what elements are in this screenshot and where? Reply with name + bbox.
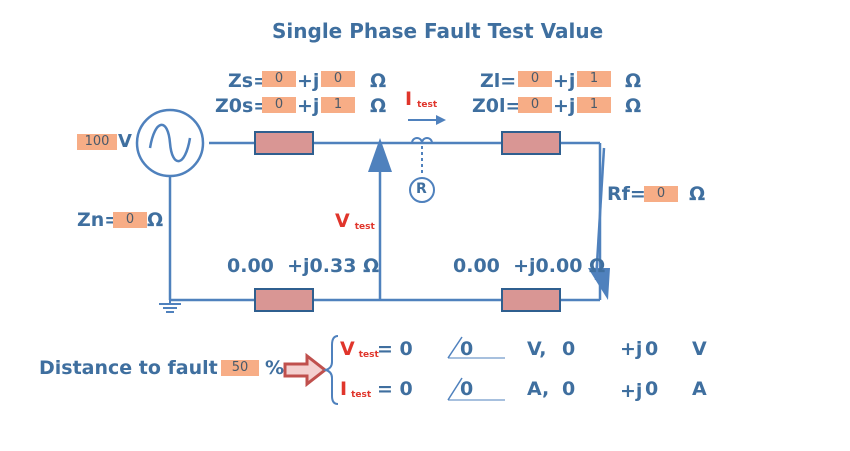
result-v-angle: 0 (460, 338, 474, 360)
i-test-sub: test (417, 100, 438, 110)
resistor-bottom-right (501, 288, 561, 312)
resistor-source (254, 131, 314, 155)
current-arrow-head (436, 115, 446, 125)
result-v-unit1: V, (527, 338, 547, 360)
result-v-j: +j (620, 338, 643, 360)
result-i-unit2: A (692, 378, 707, 400)
result-i-main: I (340, 378, 348, 400)
z0l-unit: Ω (625, 95, 642, 117)
result-v-imag: 0 (645, 338, 659, 360)
page-title: Single Phase Fault Test Value (272, 19, 604, 43)
zs-real-input[interactable]: 0 (262, 71, 296, 87)
distance-input[interactable]: 50 (221, 360, 259, 376)
result-v-real: 0 (562, 338, 576, 360)
fault-arrow-head (588, 268, 610, 300)
distance-label: Distance to fault = (39, 357, 241, 379)
result-v-unit2: V (692, 338, 707, 360)
distance-unit: % (265, 357, 285, 379)
z0l-imag-input[interactable]: 1 (577, 97, 611, 113)
z0s-imag-input[interactable]: 1 (321, 97, 355, 113)
zs-imag-input[interactable]: 0 (321, 71, 355, 87)
zl-real-input[interactable]: 0 (518, 71, 552, 87)
relay-circle (409, 177, 435, 203)
z0l-real-input[interactable]: 0 (518, 97, 552, 113)
zs-label: Zs= (228, 70, 270, 92)
z0s-j: +j (297, 95, 320, 117)
z0l-label: Z0l= (472, 95, 522, 117)
result-i-imag: 0 (645, 378, 659, 400)
right-impedance-readout: 0.00 +j0.00 Ω (453, 255, 606, 277)
zn-unit: Ω (147, 209, 164, 231)
result-i-sub: test (351, 390, 372, 400)
angle-line-v (447, 336, 463, 359)
voltage-arrow-head (368, 138, 392, 172)
zl-j: +j (553, 70, 576, 92)
rf-input[interactable]: 0 (644, 186, 678, 202)
rf-unit: Ω (689, 183, 706, 205)
angle-line-i (447, 377, 463, 401)
z0l-j: +j (553, 95, 576, 117)
result-brace (322, 335, 339, 405)
resistor-line (501, 131, 561, 155)
current-transformer-icon (411, 137, 433, 144)
z0s-label: Z0s= (215, 95, 270, 117)
pointer-arrow-icon (283, 352, 328, 388)
i-test-main: I (405, 88, 413, 110)
v-test-sub: test (354, 222, 375, 232)
source-voltage-input[interactable]: 100 (77, 134, 117, 150)
source-voltage-unit: V (118, 131, 132, 152)
relay-label: R (416, 181, 427, 197)
zs-j: +j (297, 70, 320, 92)
z0s-real-input[interactable]: 0 (262, 97, 296, 113)
zl-imag-input[interactable]: 1 (577, 71, 611, 87)
sine-wave-icon (148, 123, 192, 163)
result-i-magnitude: = 0 (377, 378, 413, 400)
result-v-main: V (340, 338, 355, 360)
zs-unit: Ω (370, 70, 387, 92)
result-i-real: 0 (562, 378, 576, 400)
left-impedance-readout: 0.00 +j0.33 Ω (227, 255, 380, 277)
zl-unit: Ω (625, 70, 642, 92)
zl-label: Zl= (480, 70, 517, 92)
zn-input[interactable]: 0 (113, 212, 147, 228)
resistor-bottom-left (254, 288, 314, 312)
result-i-angle: 0 (460, 378, 474, 400)
result-v-sub: test (358, 350, 379, 360)
rf-label: Rf= (607, 183, 646, 205)
fault-arrow-shaft (594, 147, 606, 281)
v-test-main: V (335, 210, 350, 232)
result-i-j: +j (620, 380, 643, 402)
z0s-unit: Ω (370, 95, 387, 117)
result-v-magnitude: = 0 (377, 338, 413, 360)
result-i-unit1: A, (527, 378, 550, 400)
zn-label: Zn= (77, 209, 121, 231)
